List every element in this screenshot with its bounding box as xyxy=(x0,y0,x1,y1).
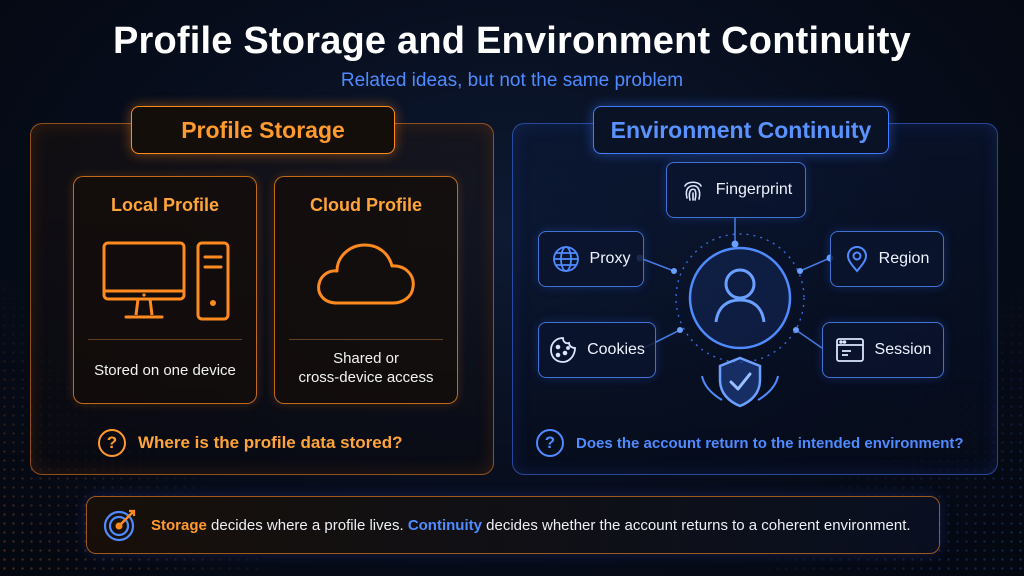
connector-proxy xyxy=(639,257,675,272)
continuity-question-text: Does the account return to the intended … xyxy=(576,434,964,452)
summary-text: Storage decides where a profile lives. C… xyxy=(151,517,911,534)
cloud-profile-desc: Shared or cross-device access xyxy=(281,349,451,387)
shield-check-icon xyxy=(701,356,779,408)
local-profile-desc: Stored on one device xyxy=(80,361,250,380)
cloud-profile-card: Cloud Profile Shared or cross-device acc… xyxy=(274,176,458,404)
node-session: Session xyxy=(822,322,944,378)
summary-keyword-storage: Storage xyxy=(151,516,207,534)
question-circle-icon: ? xyxy=(536,429,564,457)
cloud-profile-title: Cloud Profile xyxy=(310,195,422,215)
cloud-profile-desc-line1: Shared or xyxy=(333,350,399,367)
question-circle-icon: ? xyxy=(98,429,126,457)
storage-question-text: Where is the profile data stored? xyxy=(138,433,403,452)
summary-part1: decides where a profile lives. xyxy=(211,516,404,534)
connector-session xyxy=(795,329,823,349)
node-region: Region xyxy=(830,231,944,287)
globe-icon xyxy=(552,246,579,272)
profile-storage-title: Profile Storage xyxy=(131,106,395,154)
user-icon xyxy=(714,268,766,323)
node-cookies-label: Cookies xyxy=(587,341,645,358)
node-cookies: Cookies xyxy=(538,322,656,378)
connector-region xyxy=(799,257,831,272)
summary-bar: Storage decides where a profile lives. C… xyxy=(86,496,940,554)
local-profile-title: Local Profile xyxy=(110,195,220,215)
location-pin-icon xyxy=(846,245,867,273)
browser-window-icon xyxy=(835,338,864,362)
cloud-icon xyxy=(317,243,415,305)
fingerprint-icon xyxy=(683,181,702,201)
node-fingerprint-label: Fingerprint xyxy=(715,181,793,198)
cloud-profile-desc-line2: cross-device access xyxy=(298,369,434,386)
summary-keyword-continuity: Continuity xyxy=(407,516,482,534)
node-proxy: Proxy xyxy=(538,231,644,287)
page-title: Profile Storage and Environment Continui… xyxy=(112,20,911,62)
local-profile-card: Local Profile Stored on one device xyxy=(73,176,257,404)
storage-question: ? Where is the profile data stored? xyxy=(98,425,428,461)
node-proxy-label: Proxy xyxy=(589,250,631,267)
summary-part2: decides whether the account returns to a… xyxy=(486,516,911,534)
node-region-label: Region xyxy=(878,250,930,267)
desktop-computer-icon xyxy=(102,241,230,321)
cookie-icon xyxy=(550,337,576,363)
continuity-question: ? Does the account return to the intende… xyxy=(536,425,986,461)
environment-continuity-title: Environment Continuity xyxy=(593,106,889,154)
target-icon xyxy=(103,509,136,542)
node-fingerprint: Fingerprint xyxy=(666,162,806,218)
node-session-label: Session xyxy=(874,341,932,358)
card-divider xyxy=(289,339,443,340)
page-subtitle: Related ideas, but not the same problem xyxy=(340,70,684,91)
local-profile-desc-line1: Stored on one device xyxy=(94,362,236,379)
card-divider xyxy=(88,339,242,340)
continuity-hub-diagram xyxy=(636,218,834,408)
